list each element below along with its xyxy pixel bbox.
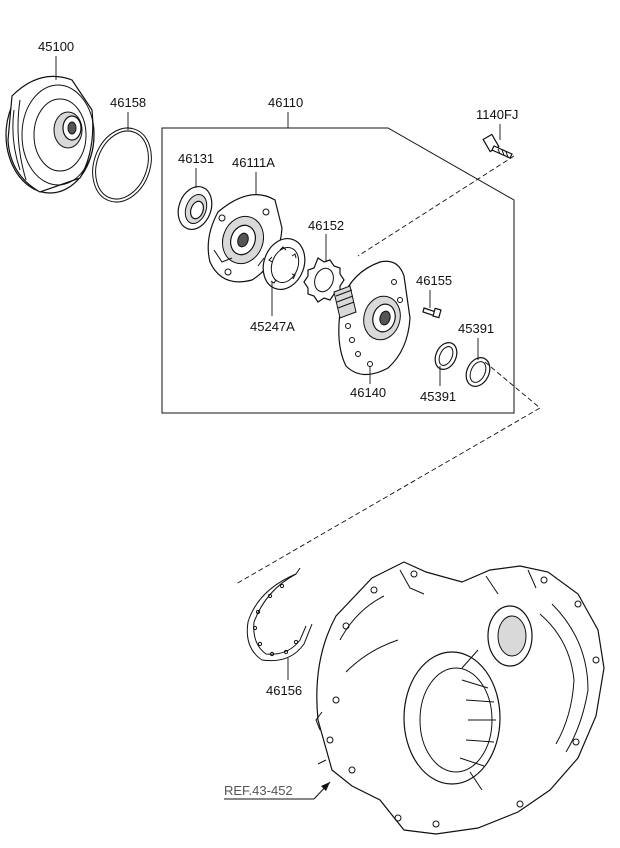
label-46158[interactable]: 46158: [110, 95, 146, 110]
outer-gear-icon[interactable]: [303, 257, 345, 303]
bolt-icon[interactable]: [482, 133, 513, 159]
label-45247a[interactable]: 45247A: [250, 319, 295, 334]
label-46111a[interactable]: 46111A: [232, 155, 275, 170]
ref-label[interactable]: REF.43-452: [224, 783, 293, 798]
o-ring-icon[interactable]: [83, 120, 162, 211]
oil-seal-icon[interactable]: [172, 182, 217, 234]
label-46140[interactable]: 46140: [350, 385, 386, 400]
label-46131[interactable]: 46131: [178, 151, 214, 166]
part-labels: 45100 46158 46110 1140FJ 46131 46111A 46…: [38, 39, 518, 798]
bolt-icon[interactable]: [422, 307, 442, 319]
assembly-frame: [161, 127, 515, 414]
label-45391-top[interactable]: 45391: [458, 321, 494, 336]
inner-gear-icon[interactable]: [256, 233, 311, 296]
pump-cover-icon[interactable]: [207, 194, 283, 283]
label-46110[interactable]: 46110: [268, 95, 303, 110]
label-45100[interactable]: 45100: [38, 39, 74, 54]
pump-body-icon[interactable]: [333, 260, 411, 376]
label-45391-bottom[interactable]: 45391: [420, 389, 456, 404]
transaxle-case-icon[interactable]: [315, 561, 605, 835]
label-1140fj[interactable]: 1140FJ: [476, 107, 518, 122]
leader-lines: [55, 56, 501, 386]
seal-ring-icon[interactable]: [431, 339, 461, 373]
seal-ring-icon[interactable]: [462, 354, 495, 390]
label-46152[interactable]: 46152: [308, 218, 344, 233]
torque-converter-icon[interactable]: [5, 75, 95, 194]
dashed-guide-lines: [235, 155, 541, 585]
label-46155[interactable]: 46155: [416, 273, 452, 288]
label-46156[interactable]: 46156: [266, 683, 302, 698]
gasket-icon[interactable]: [246, 567, 313, 680]
ref-pointer: [224, 781, 331, 800]
